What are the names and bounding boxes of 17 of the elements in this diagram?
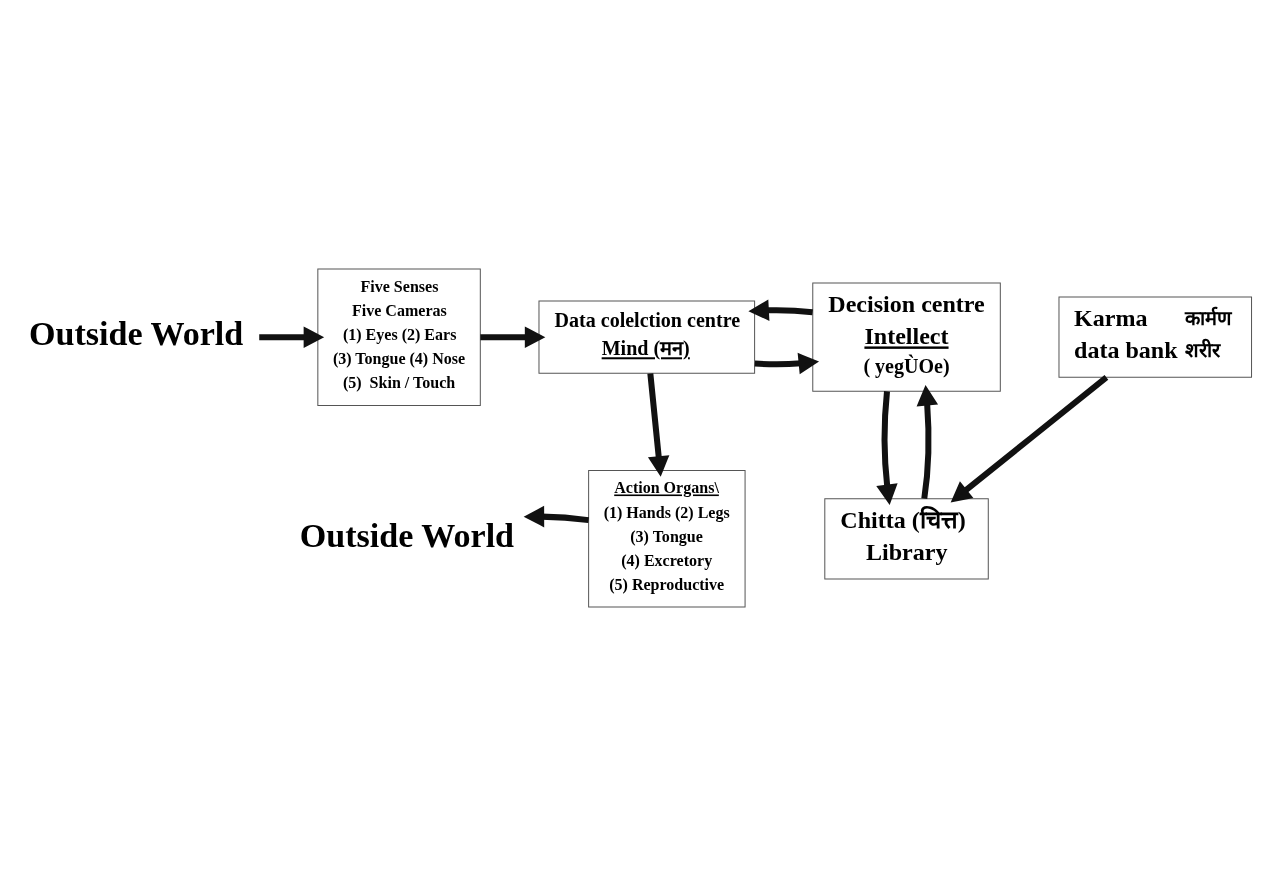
arrow xyxy=(916,384,939,499)
arrow xyxy=(480,325,546,348)
arrow xyxy=(876,390,898,505)
arrow xyxy=(523,505,589,527)
node-text: Outside World xyxy=(299,516,515,554)
node-box: Karma कार्मण data bank शरीर xyxy=(1058,296,1253,378)
arrow xyxy=(754,352,820,374)
node-text: Outside World xyxy=(29,314,244,352)
node-box: Data colelction centre Mind (मन) xyxy=(538,300,756,374)
arrow xyxy=(259,325,325,348)
arrow xyxy=(748,298,813,321)
arrow xyxy=(647,372,670,477)
node-box: Five Senses Five Cameras (1) Eyes (2) Ears (3) Tongue (4) Nose (5) Skin / Touch xyxy=(317,268,481,406)
arrow xyxy=(950,374,1109,502)
node-box: Chitta (चित्त) Library xyxy=(824,497,989,579)
node-box: Decision centre Intellect ( yegÙOe) xyxy=(812,282,1001,392)
node-box: Action Organs\ (1) Hands (2) Legs (3) Tongue (4) Excretory (5) Reproductive xyxy=(588,469,746,607)
